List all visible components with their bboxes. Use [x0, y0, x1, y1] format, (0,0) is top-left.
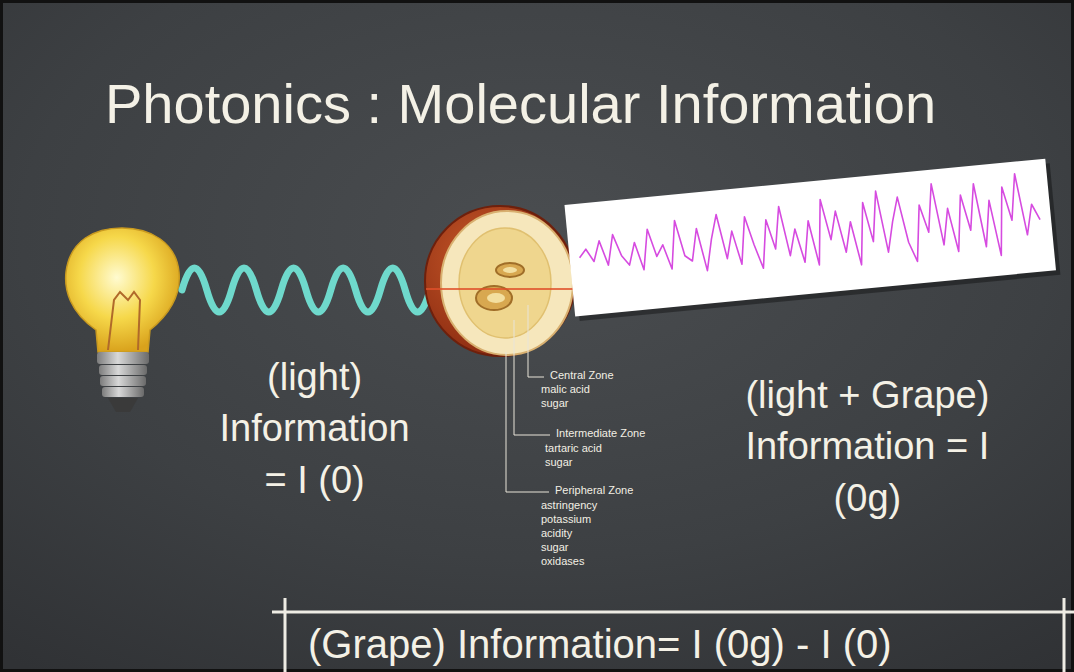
light-bulb — [66, 228, 180, 412]
zone-heading: Peripheral Zone — [555, 484, 633, 498]
light-grape-information-label: (light + Grape) Information = I (0g) — [742, 370, 993, 524]
light-wave — [182, 268, 430, 312]
zone-component: potassium — [541, 513, 591, 527]
zone-component: sugar — [541, 541, 569, 555]
formula-bracket — [272, 598, 1074, 672]
zone-component: acidity — [541, 527, 572, 541]
zone-component: astringency — [541, 499, 597, 513]
zone-heading: Intermediate Zone — [556, 427, 645, 441]
zone-component: sugar — [541, 397, 569, 411]
slide-title: Photonics : Molecular Information — [105, 70, 936, 137]
grape-cross-section — [425, 206, 575, 356]
zone-heading: Central Zone — [550, 369, 614, 383]
spectrum-card — [564, 158, 1060, 321]
zone-component: oxidases — [541, 555, 584, 569]
zone-component: malic acid — [541, 383, 590, 397]
zone-component: tartaric acid — [545, 442, 602, 456]
light-information-label: (light) Information = I (0) — [212, 352, 417, 506]
grape-information-formula: (Grape) Information= I (0g) - I (0) — [308, 620, 892, 668]
zone-component: sugar — [545, 456, 573, 470]
